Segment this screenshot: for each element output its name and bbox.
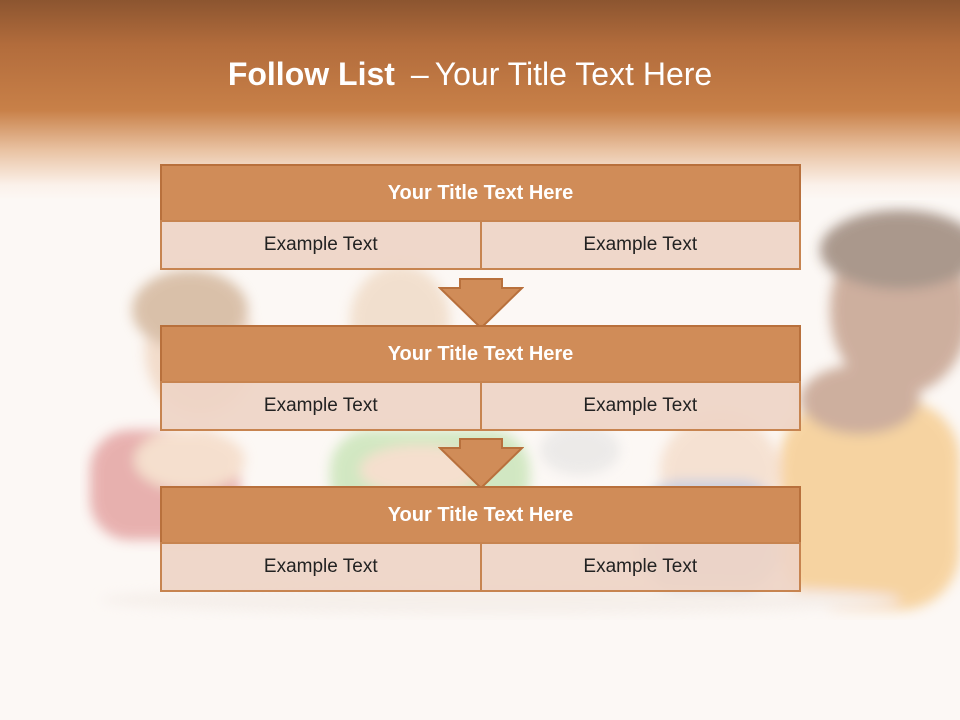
block-row: Example Text Example Text	[160, 542, 801, 592]
list-block-1: Your Title Text Here Example Text Exampl…	[160, 164, 801, 270]
down-arrow-icon	[438, 438, 524, 490]
block-title: Your Title Text Here	[160, 486, 801, 544]
block-cell-left: Example Text	[160, 542, 482, 592]
block-row: Example Text Example Text	[160, 220, 801, 270]
block-cell-right: Example Text	[479, 381, 801, 431]
block-title: Your Title Text Here	[160, 325, 801, 383]
title-separator: –	[410, 56, 429, 92]
block-cell-left: Example Text	[160, 381, 482, 431]
list-block-2: Your Title Text Here Example Text Exampl…	[160, 325, 801, 431]
block-cell-right: Example Text	[479, 542, 801, 592]
down-arrow-icon	[438, 278, 524, 330]
title-rest: Your Title Text Here	[434, 56, 713, 92]
block-cell-left: Example Text	[160, 220, 482, 270]
list-block-3: Your Title Text Here Example Text Exampl…	[160, 486, 801, 592]
block-row: Example Text Example Text	[160, 381, 801, 431]
title-bold: Follow List	[227, 56, 395, 92]
slide-title: Follow List–Your Title Text Here	[0, 52, 940, 96]
block-title: Your Title Text Here	[160, 164, 801, 222]
block-cell-right: Example Text	[479, 220, 801, 270]
